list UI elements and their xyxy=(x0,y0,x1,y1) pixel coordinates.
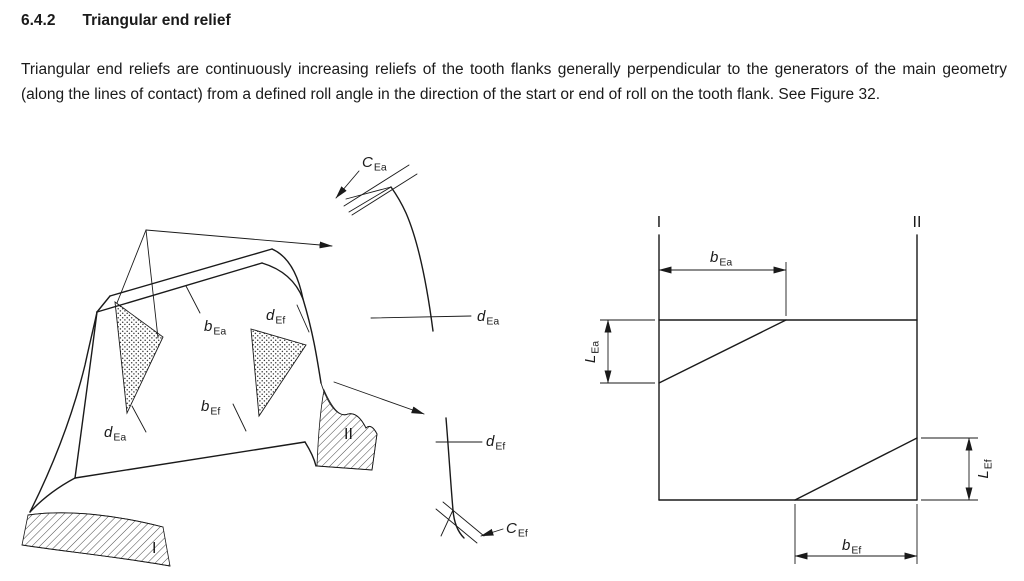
figure-32: bEa dEf bEf dEa II I CEa dEa xyxy=(21,154,995,567)
section-heading: 6.4.2 Triangular end relief xyxy=(21,12,231,30)
datum-i-mark-diagram: I xyxy=(657,214,661,231)
label-b-ea: bEa xyxy=(204,318,226,338)
root-measure-tick-2 xyxy=(442,501,485,537)
tip-profile-curve xyxy=(390,186,434,332)
root-relief-wedge xyxy=(440,509,454,537)
gear-tooth-view: bEa dEf bEf dEa II I xyxy=(21,229,378,567)
tip-measure-tick-1 xyxy=(351,173,418,216)
label-d-ef-detail: dEf xyxy=(486,433,505,453)
root-measure-tick-1 xyxy=(435,508,478,544)
c-ea-leader xyxy=(335,170,360,199)
datum-ii-mark-diagram: II xyxy=(913,214,922,231)
label-c-ea: CEa xyxy=(362,154,387,174)
tip-relief-detail: CEa dEa xyxy=(335,154,499,332)
label-b-ef: bEf xyxy=(201,398,220,418)
flank-diagram: bEa LEa LEf bEf I II xyxy=(582,214,995,564)
label-l-ea: LEa xyxy=(582,341,602,363)
root-relief-detail: CEf dEf xyxy=(333,381,528,544)
dimension-ticks xyxy=(131,285,310,433)
section-hatch-bottom xyxy=(21,512,171,567)
datum-ii-mark-gear: II xyxy=(344,426,353,443)
tip-relief-wedge xyxy=(348,186,392,213)
label-d-ea-detail: dEa xyxy=(477,308,499,328)
tip-theoretical-line xyxy=(345,186,392,200)
c-ef-leader xyxy=(480,528,504,537)
section-number: 6.4.2 xyxy=(21,12,56,29)
body-paragraph: Triangular end reliefs are continuously … xyxy=(21,61,1007,103)
relief-boundary-ea xyxy=(658,319,787,384)
label-d-ea: dEa xyxy=(104,424,126,444)
tip-measure-tick-2 xyxy=(343,164,410,207)
gear-outline xyxy=(21,248,378,567)
end-relief-area-left xyxy=(114,301,164,415)
d-ea-diameter-line xyxy=(370,315,472,319)
label-d-ef: dEf xyxy=(266,307,285,327)
leader-lines xyxy=(116,229,333,339)
datum-i-mark-gear: I xyxy=(152,540,156,557)
label-b-ef-diagram: bEf xyxy=(842,537,861,557)
detail-pointer-arrow xyxy=(333,381,425,415)
section-title: Triangular end relief xyxy=(82,12,231,29)
end-relief-area-right xyxy=(250,328,307,418)
relief-boundary-ef xyxy=(794,437,918,501)
label-b-ea-diagram: bEa xyxy=(710,249,732,269)
label-c-ef: CEf xyxy=(506,520,528,540)
label-l-ef: LEf xyxy=(975,459,995,478)
